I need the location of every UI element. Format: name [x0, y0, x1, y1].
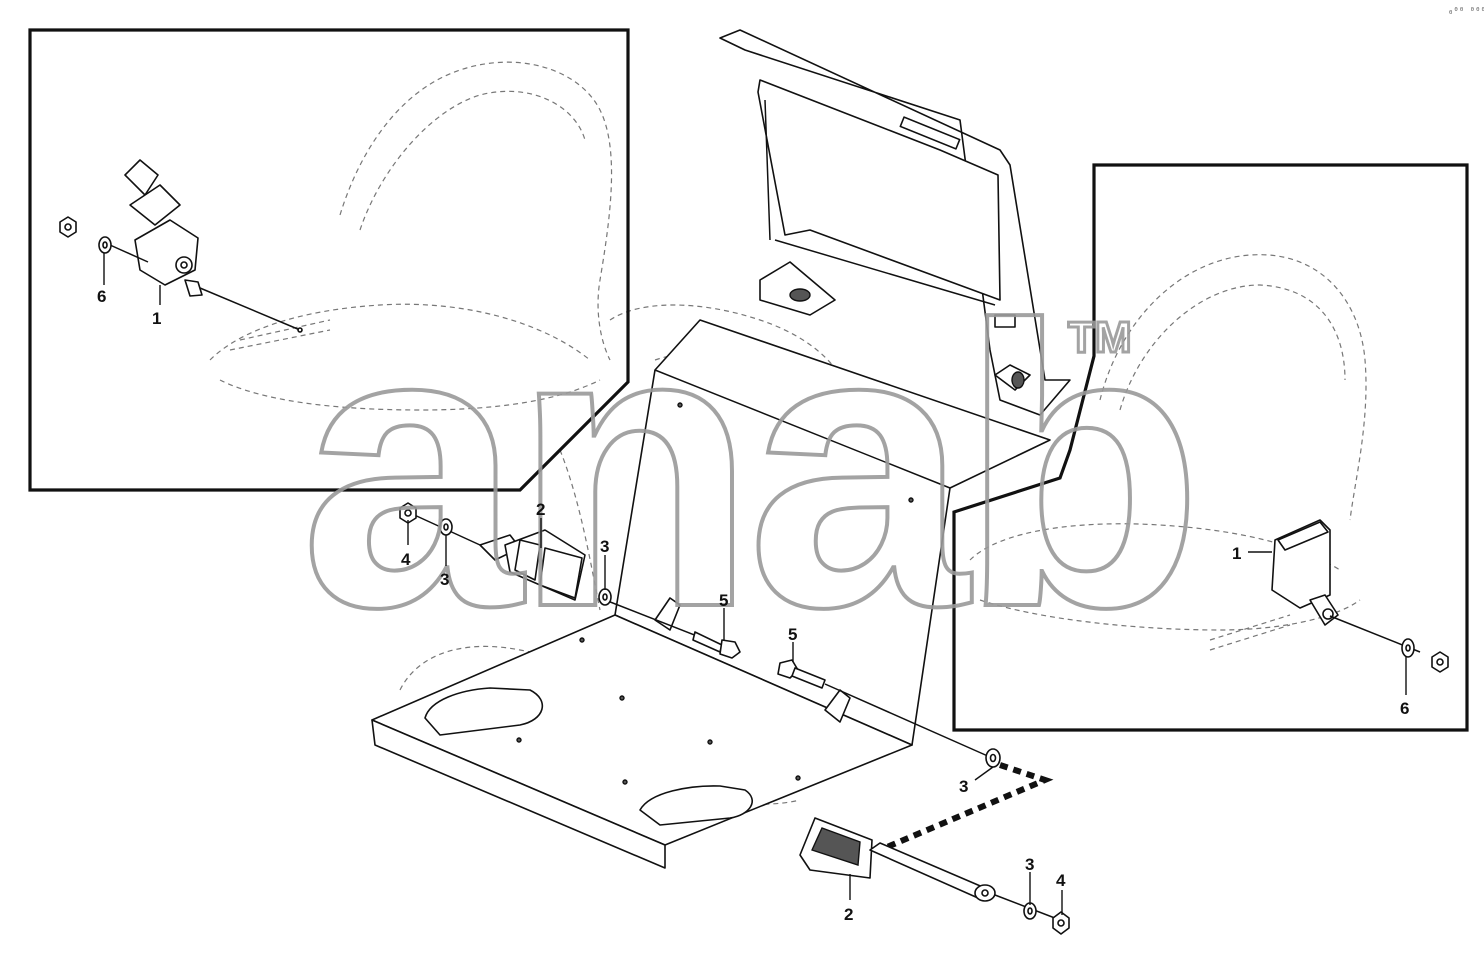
watermark-trademark: TM	[1068, 313, 1132, 362]
watermark-text: anab	[300, 243, 1194, 690]
callout-nut-lower: 4	[1056, 871, 1066, 890]
right-inset	[952, 163, 1469, 732]
washer-upper-b	[598, 588, 612, 606]
right-inset-nut	[1431, 651, 1449, 673]
watermark: anab TM	[298, 241, 1206, 692]
mount-holes	[516, 402, 914, 785]
callout-washer-upper-b: 3	[600, 537, 609, 556]
callout-right-inset-belt: 1	[1232, 544, 1241, 563]
callout-buckle-upper: 2	[536, 500, 545, 519]
callout-bolt-lower: 5	[788, 625, 797, 644]
backrest-bracket	[719, 29, 1071, 416]
washer-lower-a	[985, 748, 1001, 768]
nut-lower	[1052, 911, 1070, 935]
bolt-upper	[692, 631, 741, 659]
callout-left-inset-belt: 1	[152, 309, 161, 328]
callout-washer-lower-b: 3	[1025, 855, 1034, 874]
left-inset-frame	[28, 28, 630, 492]
callout-nut-upper: 4	[401, 550, 411, 569]
callout-buckle-lower: 2	[844, 905, 853, 924]
right-retractor	[1271, 519, 1339, 626]
left-inset-nut	[59, 216, 77, 238]
belt-path-dashed	[878, 762, 1054, 853]
upper-hardware-chain	[399, 502, 741, 659]
right-inset-washer	[1401, 638, 1415, 658]
leader-lines	[103, 253, 1407, 915]
left-inset	[28, 28, 630, 492]
bolt-lower	[777, 659, 826, 689]
nut-upper	[399, 502, 417, 524]
washer-lower-b	[1023, 902, 1037, 920]
buckle-upper	[479, 529, 586, 601]
left-inset-washer	[98, 236, 112, 254]
callout-washer-upper-a: 3	[440, 570, 449, 589]
lower-hardware-chain	[777, 659, 1070, 935]
callout-bolt-upper: 5	[719, 591, 728, 610]
callout-washer-lower-a: 3	[959, 777, 968, 796]
washer-upper-a	[439, 518, 453, 536]
corner-mark: ₀⁰⁰ ⁰⁰⁰	[1448, 7, 1484, 17]
left-retractor	[124, 159, 203, 297]
callout-right-inset-washer: 6	[1400, 699, 1409, 718]
right-inset-frame	[952, 163, 1469, 732]
buckle-lower	[799, 817, 996, 902]
callout-labels: 1 6 2 3 3 4 5 5 3 2 3 4 1 6	[97, 287, 1409, 924]
left-inset-seat-outline	[209, 61, 613, 411]
callout-left-inset-washer: 6	[97, 287, 106, 306]
